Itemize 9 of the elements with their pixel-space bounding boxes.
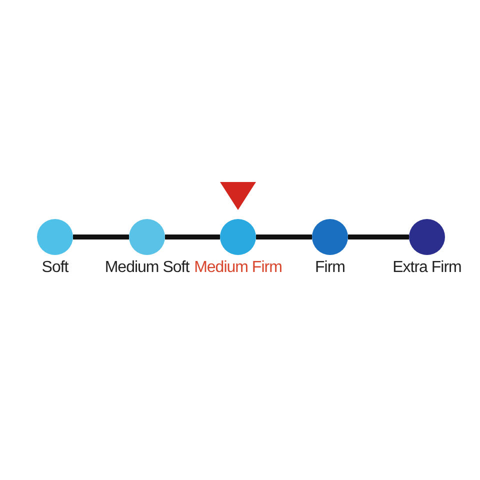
connector-line	[348, 234, 409, 240]
scale-label: Medium Soft	[104, 259, 191, 277]
scale-label: Firm	[314, 259, 346, 277]
scale-label: Soft	[40, 259, 70, 277]
connector-line	[165, 234, 220, 240]
connector-line	[73, 234, 129, 240]
connector-line	[256, 234, 312, 240]
scale-label: Extra Firm	[392, 259, 462, 277]
scale-label: Medium Firm	[193, 259, 283, 277]
